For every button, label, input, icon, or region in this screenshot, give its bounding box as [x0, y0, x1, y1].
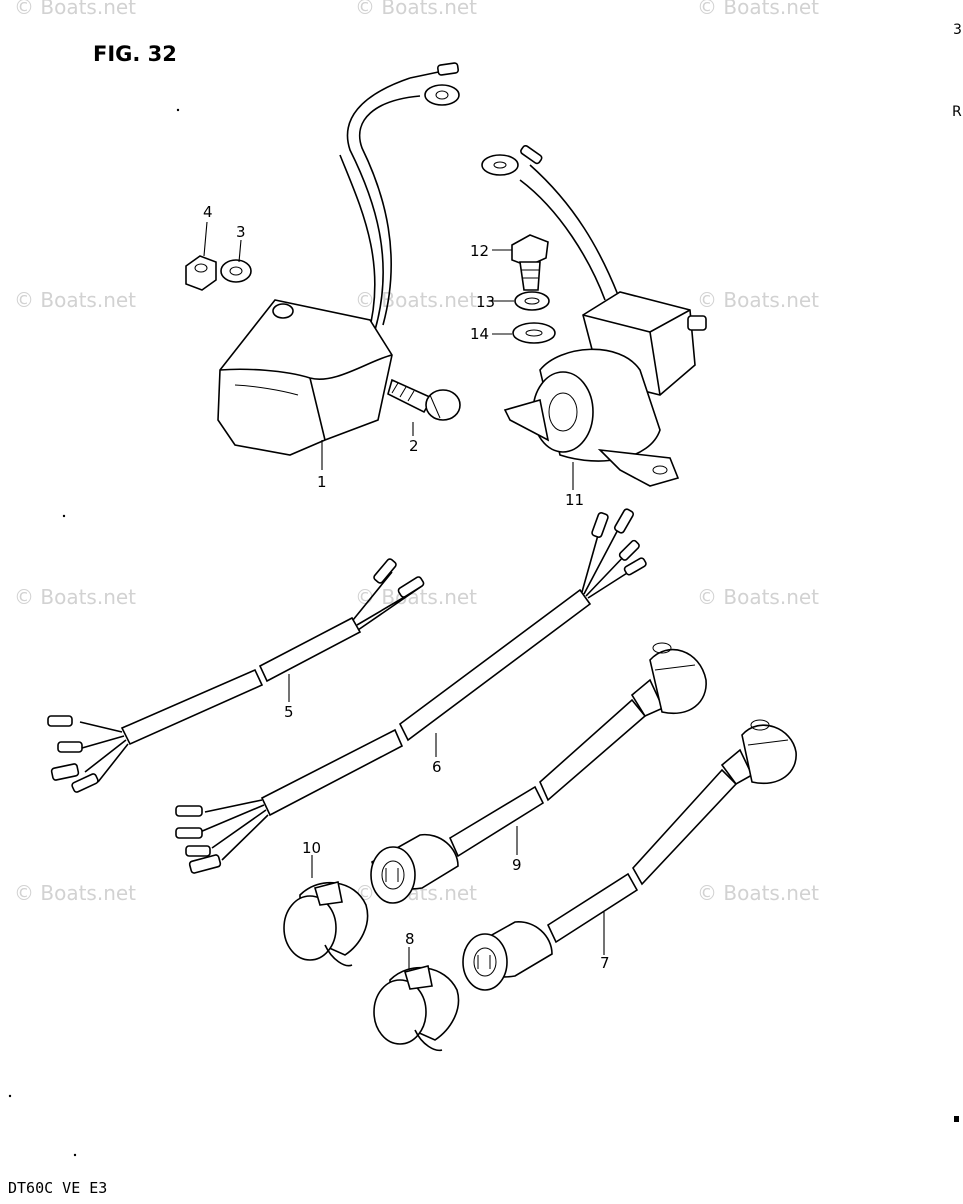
- edge-mark-mid: R: [952, 104, 962, 120]
- edge-mark-top: 3: [953, 22, 962, 38]
- part-6-wire-harness: [175, 508, 647, 874]
- part-12-bolt: [511, 234, 549, 291]
- print-specks: [8, 108, 959, 1157]
- part-5-wire-harness: [47, 558, 425, 793]
- watermark: © Boats.net: [697, 585, 819, 609]
- watermark: © Boats.net: [14, 881, 136, 905]
- watermark: © Boats.net: [355, 0, 477, 19]
- figure-title: FIG. 32: [93, 42, 177, 66]
- watermark-layer: © Boats.net © Boats.net © Boats.net © Bo…: [14, 0, 819, 905]
- part-8-connector-cap: [373, 965, 460, 1052]
- watermark: © Boats.net: [697, 288, 819, 312]
- part-14-washer: [512, 322, 556, 344]
- part-3-lock-washer: [220, 259, 252, 283]
- part-13-lock-washer: [514, 291, 550, 311]
- part-9-connector-harness: [370, 642, 707, 904]
- callout-13: 13: [476, 293, 495, 311]
- callout-8: 8: [405, 930, 415, 948]
- part-11-starter-relay: [481, 144, 707, 487]
- watermark: © Boats.net: [697, 881, 819, 905]
- callout-labels: 1 2 3 4 5 6 7 8 9 10 11 12 13 14: [203, 203, 610, 972]
- part-1-unit-box: [217, 62, 460, 456]
- part-4-nut: [185, 255, 217, 291]
- model-code-footer: DT60C VE E3: [8, 1179, 107, 1197]
- callout-11: 11: [565, 491, 584, 509]
- callout-14: 14: [470, 325, 489, 343]
- watermark: © Boats.net: [14, 585, 136, 609]
- callout-12: 12: [470, 242, 489, 260]
- callout-3: 3: [236, 223, 246, 241]
- callout-7: 7: [600, 954, 610, 972]
- watermark: © Boats.net: [14, 288, 136, 312]
- callout-1: 1: [317, 473, 327, 491]
- callout-6: 6: [432, 758, 442, 776]
- part-7-connector-harness: [462, 719, 797, 991]
- watermark: © Boats.net: [14, 0, 136, 19]
- callout-2: 2: [409, 437, 419, 455]
- callout-10: 10: [302, 839, 321, 857]
- callout-9: 9: [512, 856, 522, 874]
- part-2-bolt: [387, 378, 461, 421]
- callout-5: 5: [284, 703, 294, 721]
- callout-4: 4: [203, 203, 213, 221]
- leader-lines: [203, 221, 605, 970]
- part-10-connector-cap: [283, 881, 369, 967]
- watermark: © Boats.net: [697, 0, 819, 19]
